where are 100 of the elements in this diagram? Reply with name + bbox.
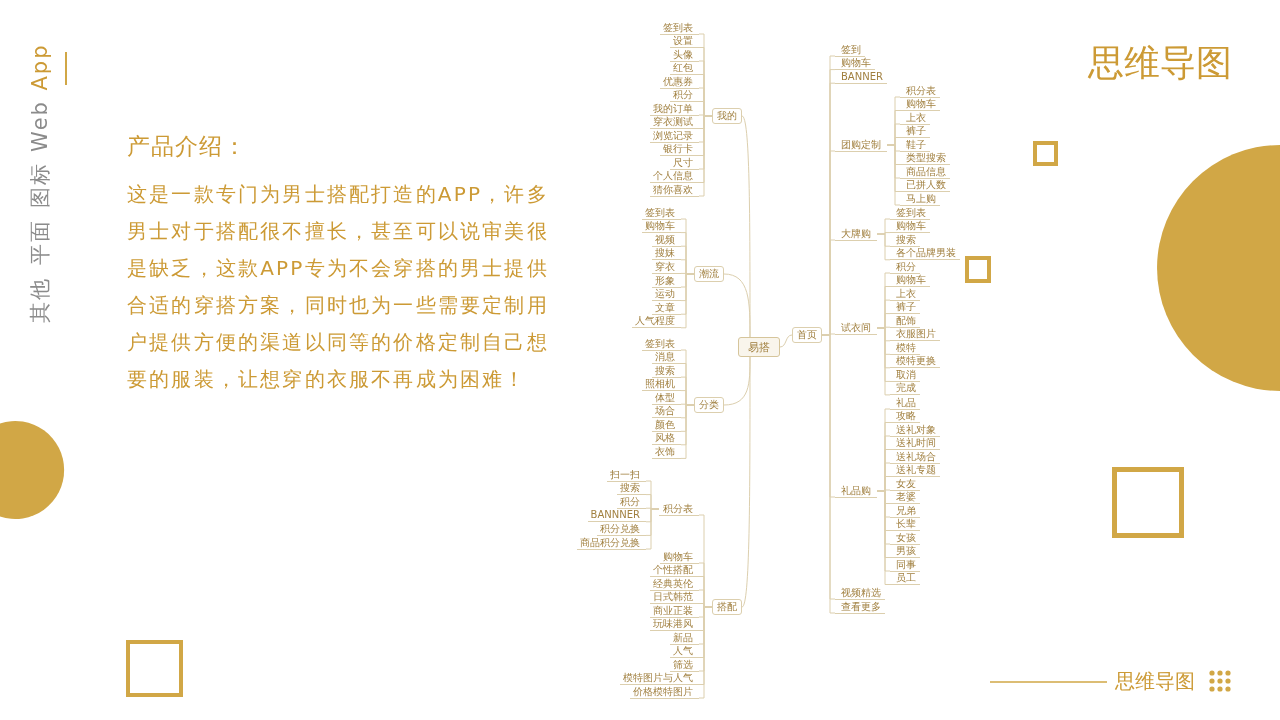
topic-label: 购物车: [660, 550, 699, 564]
topic-label: 人气程度: [632, 315, 681, 329]
topic-label: 取消: [890, 368, 920, 382]
connector-line: [741, 356, 751, 608]
topic-label: 购物车: [890, 220, 930, 234]
topic-label: 穿衣: [652, 260, 681, 274]
topic-label: 男孩: [890, 545, 920, 558]
topic-label: 尺寸: [670, 156, 699, 170]
topic-label: 鞋子: [900, 138, 930, 152]
topic-label: 购物车: [890, 274, 930, 288]
topic-label: 大牌购: [835, 227, 877, 241]
topic-label: 兄弟: [890, 504, 920, 518]
topic-label: 查看更多: [835, 600, 885, 614]
topic-label: 猜你喜欢: [650, 183, 699, 197]
connector-line: [680, 404, 695, 459]
topic-label: 商品信息: [900, 165, 950, 179]
topic-label: 裤子: [890, 301, 920, 315]
nav-link: 平面: [29, 219, 51, 265]
topic-label: 同事: [890, 558, 920, 572]
heading: 产品介绍：: [127, 135, 247, 158]
topic-label: 购物车: [900, 98, 940, 111]
paragraph: 这是一款专门为男士搭配打造的APP，许多男士对于搭配很不擅长，甚至可以说审美很是缺乏，这款APP专为不会穿搭的男士提供合适的穿搭方案，同时也为一些需要定制用户提供方便的渠道以同等的价格定制自己想要的服装，让想穿的衣服不再成为困难！: [127, 181, 550, 393]
topic-box: 潮流: [694, 266, 724, 282]
topic-label: 女友: [890, 477, 920, 491]
topic-label: 签到表: [642, 337, 681, 351]
topic-box: 我的: [712, 108, 742, 124]
topic-label: 礼品购: [835, 484, 877, 498]
topic-label: 新品: [670, 631, 699, 645]
topic-label: 送礼对象: [890, 423, 940, 437]
topic-label: 签到表: [660, 21, 699, 35]
topic-label: 上衣: [890, 287, 920, 301]
topic-label: 照相机: [642, 378, 681, 392]
nav-link: App: [29, 43, 51, 91]
topic-label: 形象: [652, 274, 681, 288]
topic-label: 设置: [670, 35, 699, 48]
topic-label: 场合: [652, 405, 681, 419]
topic-label: 送礼场合: [890, 450, 940, 464]
topic-label: 各个品牌男装: [890, 247, 960, 261]
topic-label: 团购定制: [835, 138, 887, 152]
topic-label: 衣服图片: [890, 328, 940, 342]
topic-label: 搜索: [617, 482, 646, 496]
topic-label: 人气: [670, 645, 699, 658]
topic-label: 视频精选: [835, 586, 885, 600]
topic-label: 穿衣测试: [650, 116, 699, 129]
topic-label: 完成: [890, 382, 920, 396]
topic-box: 首页: [792, 327, 822, 343]
topic-label: 模特更换: [890, 355, 940, 369]
topic-label: 商业正装: [650, 604, 699, 618]
topic-label: 筛选: [670, 658, 699, 672]
topic-label: 签到: [835, 43, 865, 57]
topic-label: 马上购: [900, 192, 940, 206]
topic-label: BANNER: [835, 70, 887, 84]
topic-label: 长辈: [890, 518, 920, 531]
topic-label: 商品积分兑换: [577, 536, 646, 550]
topic-label: 搜妹: [652, 247, 681, 261]
topic-label: 玩味港风: [650, 618, 699, 631]
connector-line: [779, 334, 793, 348]
topic-label: 搜索: [890, 233, 920, 247]
topic-label: 购物车: [642, 220, 681, 234]
topic-label: 衣饰: [652, 445, 681, 459]
footer-title: 思维导图: [1115, 671, 1195, 691]
topic-label: 购物车: [835, 57, 875, 71]
nav-link: 图标: [29, 162, 51, 208]
topic-label: 风格: [652, 432, 681, 446]
topic-label: 积分: [890, 260, 920, 274]
topic-label: 体型: [652, 391, 681, 405]
topic-label: 模特图片与人气: [620, 672, 699, 685]
topic-label: 积分兑换: [597, 522, 646, 536]
topic-label: 视频: [652, 233, 681, 247]
topic-label: 签到表: [642, 206, 681, 220]
central-topic-box: 易搭: [738, 337, 780, 357]
topic-label: 红包: [670, 62, 699, 75]
connector-line: [698, 115, 713, 197]
topic-label: 积分表: [900, 84, 940, 98]
topic-label: 颜色: [652, 418, 681, 432]
topic-label: 老婆: [890, 491, 920, 504]
topic-label: 文章: [652, 301, 681, 315]
topic-label: 经典英伦: [650, 577, 699, 591]
nav-link: Web: [29, 100, 51, 152]
connector-line: [723, 273, 751, 338]
topic-label: 攻略: [890, 410, 920, 423]
nav-link: 其他: [29, 277, 51, 323]
topic-label: 积分: [670, 89, 699, 102]
topic-box: 搭配: [712, 599, 742, 615]
connector-line: [876, 233, 891, 261]
topic-label: 积分: [617, 495, 646, 509]
topic-label: 浏览记录: [650, 129, 699, 143]
topic-label: 员工: [890, 572, 920, 585]
topic-label: 已拼人数: [900, 179, 950, 192]
topic-label: 送礼专题: [890, 464, 940, 477]
topic-label: 类型搜索: [900, 152, 950, 165]
topic-label: 搜索: [652, 364, 681, 378]
topic-label: BANNNER: [587, 509, 646, 523]
topic-label: 上衣: [900, 111, 930, 125]
topic-label: 礼品: [890, 396, 920, 410]
topic-label: 日式韩范: [650, 591, 699, 604]
title: 思维导图: [1088, 45, 1232, 81]
topic-label: 送礼时间: [890, 437, 940, 450]
topic-label: 头像: [670, 48, 699, 62]
topic-label: 模特: [890, 341, 920, 355]
